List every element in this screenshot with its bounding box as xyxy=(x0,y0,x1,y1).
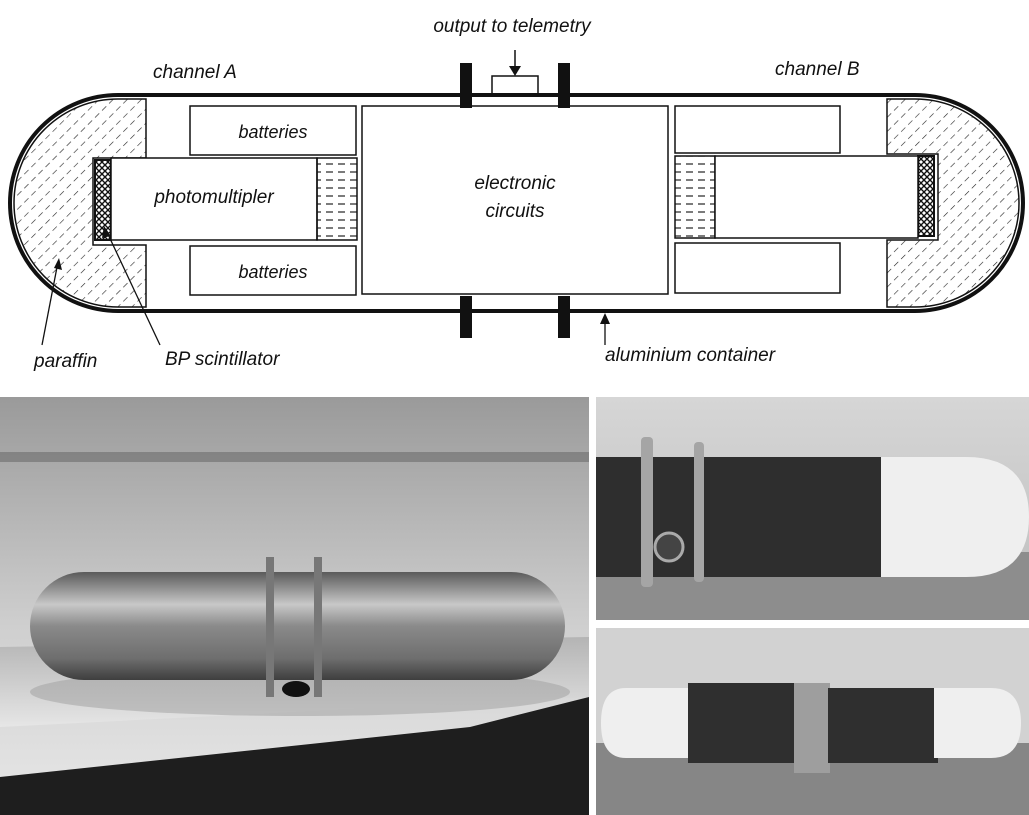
label-channel-b: channel B xyxy=(775,59,860,80)
photo-open-capsule-top xyxy=(596,397,1029,620)
photo-closed-capsule xyxy=(0,397,589,815)
scintillator-leader xyxy=(105,229,161,346)
paraffin-right xyxy=(886,98,1020,308)
photo-open-capsule-bottom xyxy=(596,628,1029,815)
electronic-circuits-box xyxy=(361,105,669,295)
white-end-cap-top xyxy=(881,457,1029,577)
label-output-to-telemetry: output to telemetry xyxy=(433,16,592,37)
label-bp-scintillator: BP scintillator xyxy=(165,349,280,370)
flange-right-top xyxy=(558,63,570,108)
label-photomultiplier: photomultipler xyxy=(153,187,274,208)
paraffin-leader xyxy=(41,261,59,346)
label-batteries-bottom: batteries xyxy=(238,262,307,282)
paraffin-left xyxy=(13,98,147,308)
scintillator-left xyxy=(94,159,112,241)
detector-schematic: output to telemetry channel A channel B … xyxy=(8,16,1025,372)
label-batteries-top: batteries xyxy=(238,122,307,142)
batteries-box-right-bottom xyxy=(674,242,841,294)
flange-right-bottom xyxy=(558,296,570,338)
photomultiplier-box-right xyxy=(714,155,919,239)
label-aluminium-container: aluminium container xyxy=(605,345,776,366)
white-end-cap-left xyxy=(601,688,691,758)
flange-left-bottom xyxy=(460,296,472,338)
flange-left-top xyxy=(460,63,472,108)
capsule-body xyxy=(30,572,565,680)
telemetry-arrowhead xyxy=(509,66,521,76)
telemetry-connector xyxy=(491,75,539,95)
photomultiplier-box xyxy=(110,157,318,241)
label-electronic: electronic xyxy=(474,173,556,194)
batteries-box-bottom xyxy=(189,245,357,296)
batteries-box-top xyxy=(189,105,357,156)
label-paraffin: paraffin xyxy=(33,351,97,372)
label-circuits: circuits xyxy=(485,201,545,222)
white-end-cap-right xyxy=(934,688,1021,758)
batteries-box-right-top xyxy=(674,105,841,154)
label-channel-a: channel A xyxy=(153,62,237,83)
light-guide-right xyxy=(674,155,716,239)
light-guide-left xyxy=(316,157,358,241)
scintillator-right xyxy=(917,155,935,237)
aluminium-container xyxy=(8,93,1025,313)
